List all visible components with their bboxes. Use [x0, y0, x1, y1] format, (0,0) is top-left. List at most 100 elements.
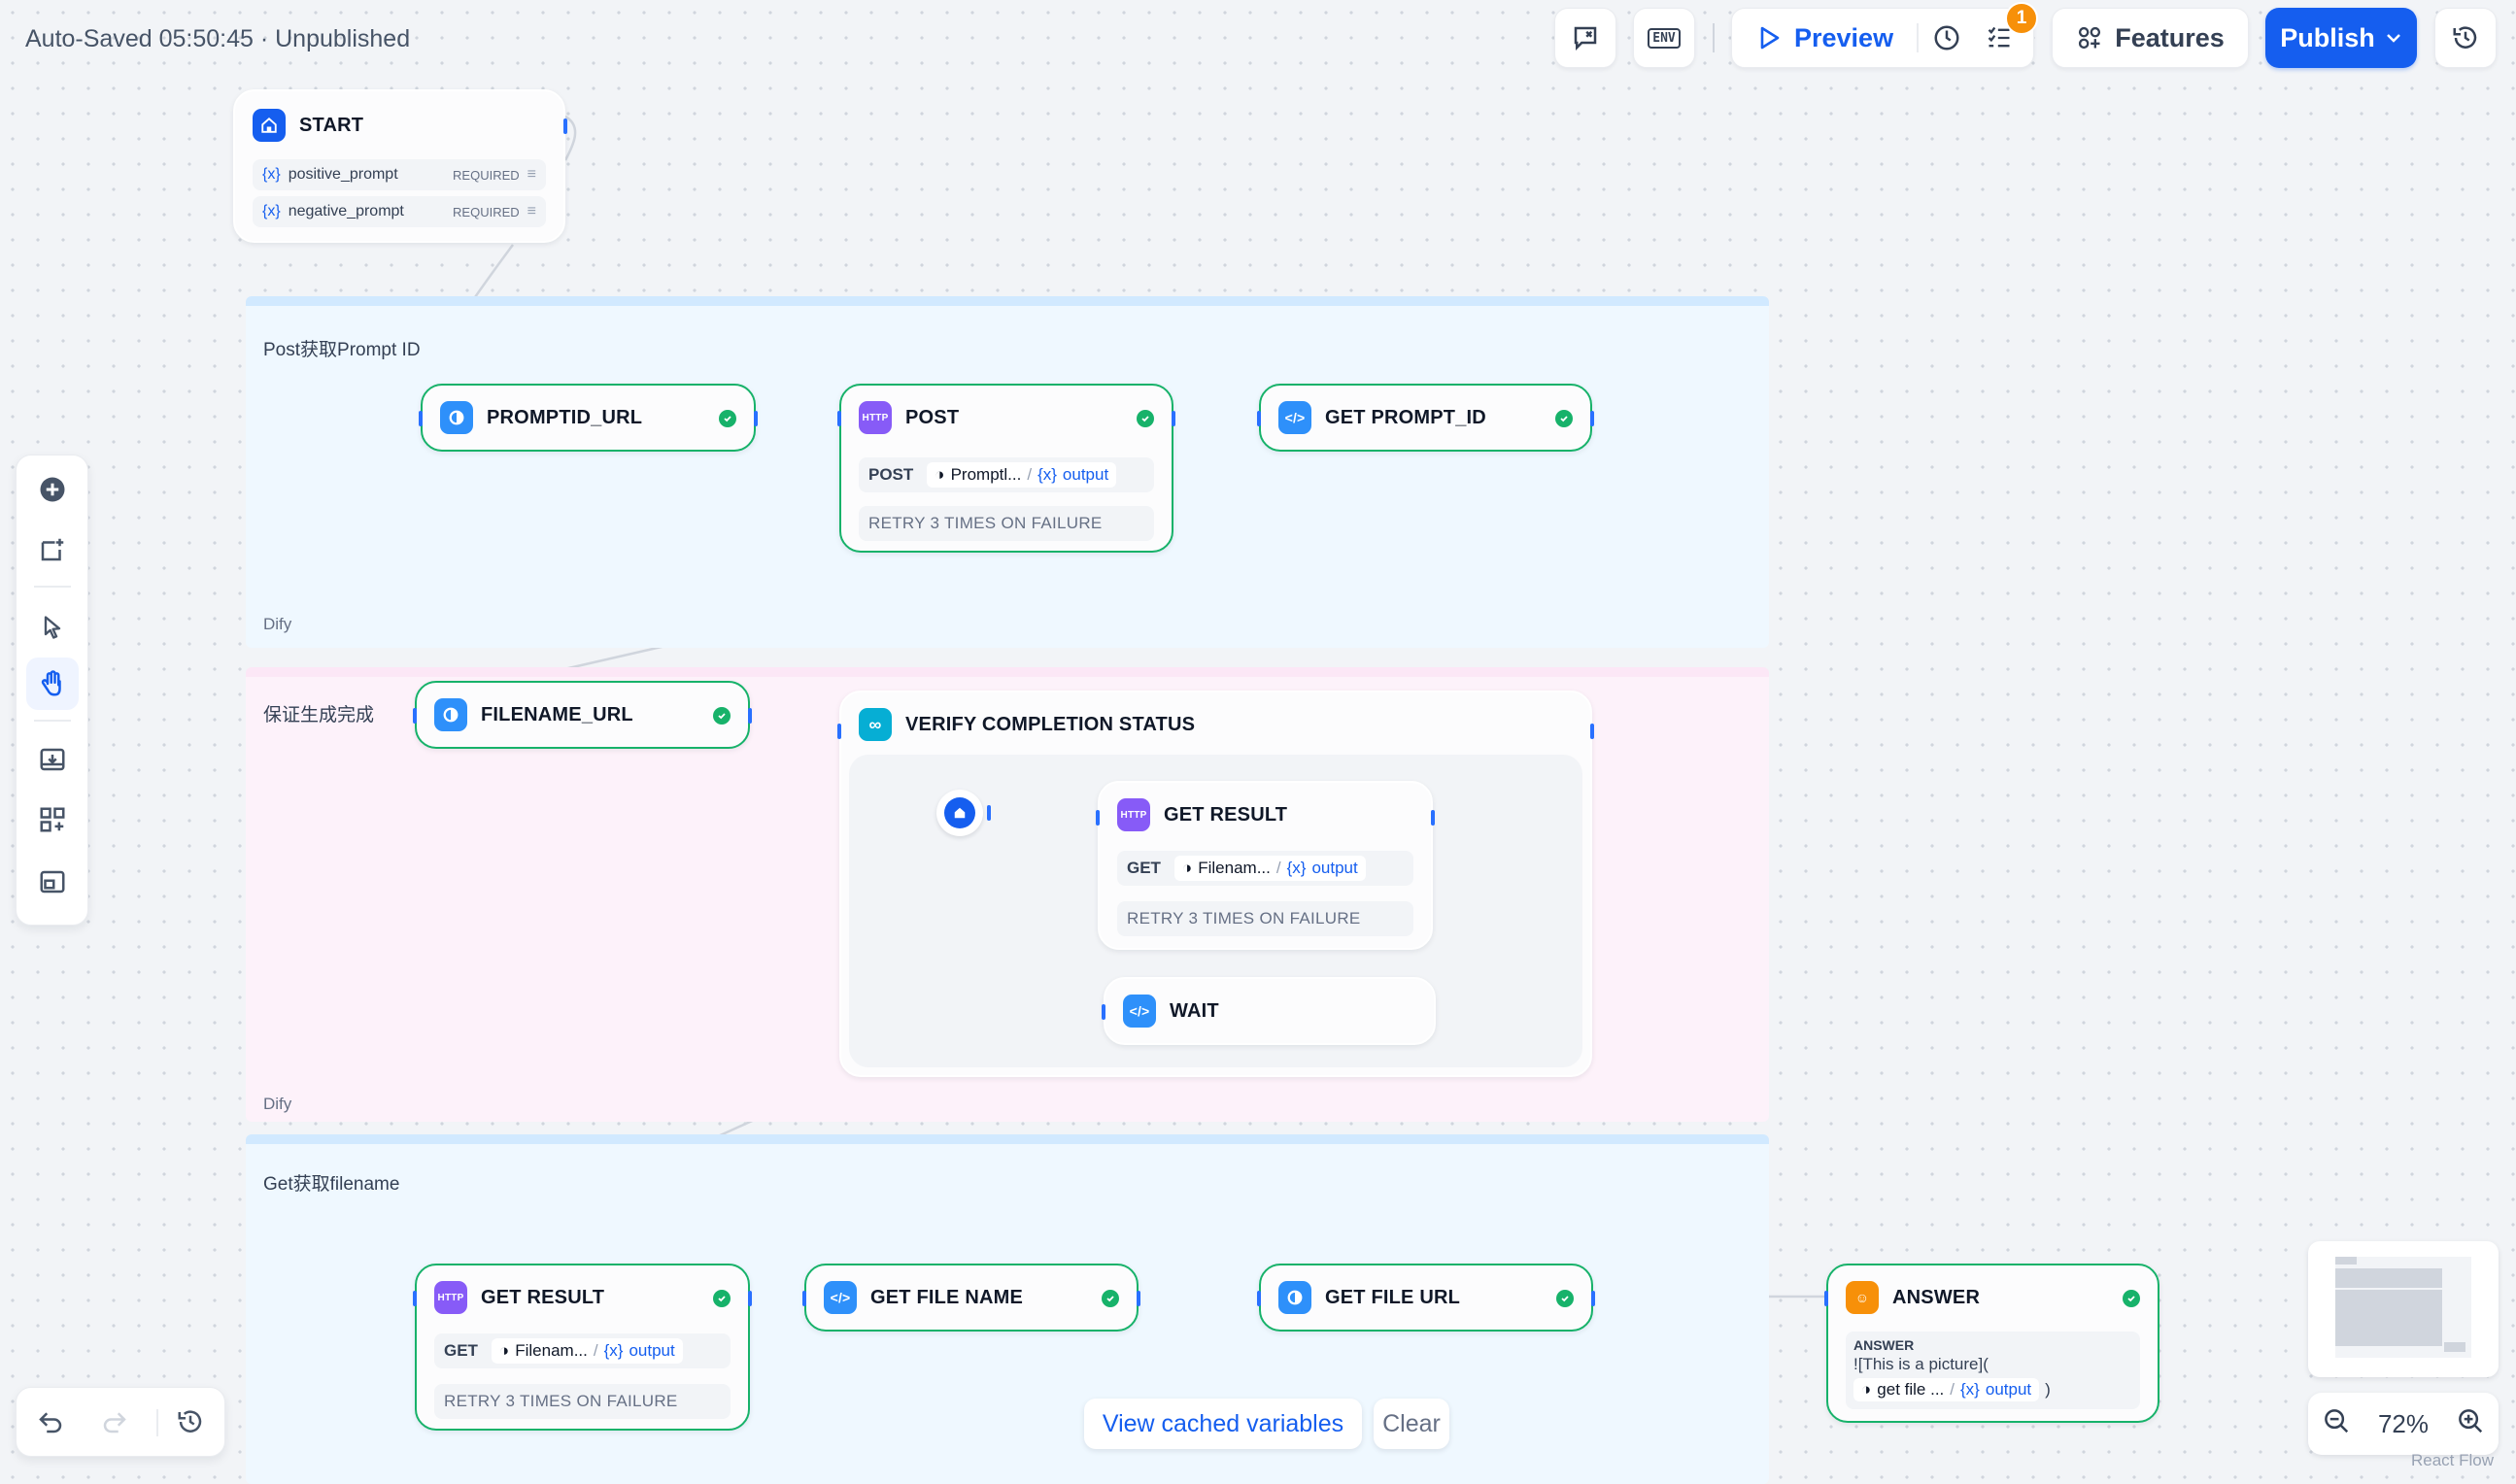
- input-handle[interactable]: [1096, 810, 1100, 826]
- add-node-button[interactable]: [26, 463, 79, 516]
- publish-button[interactable]: Publish: [2265, 8, 2417, 68]
- input-handle[interactable]: [419, 411, 423, 426]
- success-check-icon: [1137, 410, 1154, 427]
- organize-blocks-button[interactable]: [26, 793, 79, 846]
- input-handle[interactable]: [413, 708, 417, 724]
- version-history-button[interactable]: [2434, 8, 2497, 68]
- output-handle[interactable]: [748, 708, 752, 724]
- output-handle[interactable]: [1431, 810, 1435, 826]
- wait-node[interactable]: </> WAIT: [1102, 977, 1436, 1045]
- variable-chip[interactable]: ◑ Promptl... / {x} output: [927, 462, 1117, 488]
- variable-chip[interactable]: ◑ get file ... / {x} output: [1853, 1378, 2040, 1401]
- answer-node[interactable]: ☺ ANSWER ANSWER ![This is a picture]( ◑ …: [1824, 1264, 2159, 1423]
- node-title: START: [299, 114, 364, 136]
- output-handle[interactable]: [1172, 411, 1175, 426]
- minimap-toggle-button[interactable]: [26, 856, 79, 908]
- grid-plus-icon: [40, 807, 65, 832]
- input-handle[interactable]: [1102, 1004, 1105, 1020]
- iteration-start-icon[interactable]: [936, 790, 983, 836]
- variable-name: negative_prompt: [288, 203, 404, 219]
- publish-label: Publish: [2280, 22, 2375, 52]
- input-handle[interactable]: [837, 724, 841, 739]
- group-title: Get获取filename: [263, 1174, 400, 1195]
- history-icon: [2453, 26, 2477, 49]
- success-check-icon: [1555, 410, 1573, 427]
- zoom-level[interactable]: 72%: [2377, 1408, 2430, 1438]
- input-handle[interactable]: [1257, 411, 1261, 426]
- view-cached-variables-button[interactable]: View cached variables: [1084, 1399, 1362, 1449]
- http-icon: HTTP: [1117, 798, 1150, 831]
- success-check-icon: [719, 410, 736, 427]
- redo-button[interactable]: [88, 1396, 141, 1448]
- change-history-button[interactable]: [164, 1396, 217, 1448]
- text-icon: ≡: [527, 166, 536, 183]
- output-handle[interactable]: [1137, 1291, 1140, 1306]
- post-node[interactable]: HTTP POST POST ◑ Promptl... / {x} output…: [837, 384, 1175, 553]
- input-handle[interactable]: [802, 1291, 806, 1306]
- input-handle[interactable]: [837, 411, 841, 426]
- checklist-button[interactable]: [1975, 9, 2023, 67]
- comment-button[interactable]: [1554, 8, 1616, 68]
- features-label: Features: [2115, 22, 2225, 52]
- output-handle[interactable]: [1590, 724, 1594, 739]
- required-tag: REQUIRED: [453, 167, 520, 183]
- retry-info: RETRY 3 TIMES ON FAILURE: [859, 506, 1154, 541]
- get-result-inner-node[interactable]: HTTP GET RESULT GET ◑ Filenam... / {x} o…: [1096, 781, 1435, 950]
- node-title: FILENAME_URL: [481, 703, 633, 725]
- node-title: ANSWER: [1892, 1286, 1981, 1308]
- output-handle[interactable]: [1591, 1291, 1595, 1306]
- input-handle[interactable]: [413, 1291, 417, 1306]
- start-variable[interactable]: {x} negative_prompt REQUIRED ≡: [253, 196, 546, 227]
- export-image-button[interactable]: [26, 733, 79, 786]
- answer-content: ANSWER ![This is a picture]( ◑ get file …: [1846, 1332, 2140, 1409]
- message-off-icon: [1574, 26, 1597, 51]
- retry-info: RETRY 3 TIMES ON FAILURE: [434, 1384, 731, 1419]
- undo-button[interactable]: [24, 1396, 77, 1448]
- llm-icon: ◑: [935, 465, 945, 484]
- output-handle[interactable]: [563, 118, 567, 134]
- pointer-mode-button[interactable]: [26, 601, 79, 654]
- answer-label: ANSWER: [1853, 1337, 1915, 1353]
- output-handle[interactable]: [1590, 411, 1594, 426]
- preview-button[interactable]: Preview: [1732, 9, 1917, 67]
- input-handle[interactable]: [1824, 1291, 1828, 1306]
- node-title: GET FILE URL: [1325, 1286, 1461, 1308]
- success-check-icon: [1556, 1290, 1574, 1307]
- run-history-button[interactable]: [1919, 9, 1975, 67]
- get-file-url-node[interactable]: GET FILE URL: [1257, 1264, 1595, 1332]
- code-icon: </>: [1123, 995, 1156, 1028]
- text-icon: ≡: [527, 203, 536, 219]
- http-method: POST: [868, 465, 914, 484]
- get-prompt-id-node[interactable]: </> GET PROMPT_ID: [1257, 384, 1594, 452]
- get-file-name-node[interactable]: </> GET FILE NAME: [802, 1264, 1140, 1332]
- clear-button[interactable]: Clear: [1374, 1399, 1449, 1449]
- minimap[interactable]: [2308, 1241, 2499, 1377]
- variable-chip[interactable]: ◑ Filenam... / {x} output: [1173, 856, 1366, 881]
- output-handle[interactable]: [754, 411, 758, 426]
- start-node[interactable]: START {x} positive_prompt REQUIRED ≡ {x}…: [233, 89, 567, 243]
- zoom-controls: 72%: [2308, 1393, 2499, 1455]
- filename-url-node[interactable]: FILENAME_URL: [413, 681, 752, 749]
- variable-chip[interactable]: ◑ Filenam... / {x} output: [491, 1338, 683, 1364]
- variable-icon: {x}: [1960, 1380, 1980, 1399]
- env-button[interactable]: ENV: [1633, 8, 1695, 68]
- start-variable[interactable]: {x} positive_prompt REQUIRED ≡: [253, 159, 546, 190]
- play-icon: [1760, 26, 1780, 50]
- output-handle[interactable]: [987, 805, 991, 821]
- input-handle[interactable]: [1257, 1291, 1261, 1306]
- zoom-in-button[interactable]: [2456, 1406, 2485, 1442]
- output-handle[interactable]: [748, 1291, 752, 1306]
- zoom-out-button[interactable]: [2322, 1406, 2351, 1442]
- add-note-button[interactable]: [26, 523, 79, 576]
- promptid-url-node[interactable]: PROMPTID_URL: [419, 384, 758, 452]
- hand-mode-button[interactable]: [26, 658, 79, 710]
- code-icon: </>: [824, 1281, 857, 1314]
- http-method: GET: [1127, 859, 1161, 877]
- success-check-icon: [2123, 1290, 2140, 1307]
- react-flow-attribution[interactable]: React Flow: [2411, 1451, 2495, 1469]
- undo-icon: [39, 1412, 62, 1433]
- features-button[interactable]: Features: [2052, 8, 2249, 68]
- request-row: POST ◑ Promptl... / {x} output: [859, 457, 1154, 492]
- get-result-node[interactable]: HTTP GET RESULT GET ◑ Filenam... / {x} o…: [413, 1264, 752, 1431]
- history-toolbar: [16, 1387, 225, 1457]
